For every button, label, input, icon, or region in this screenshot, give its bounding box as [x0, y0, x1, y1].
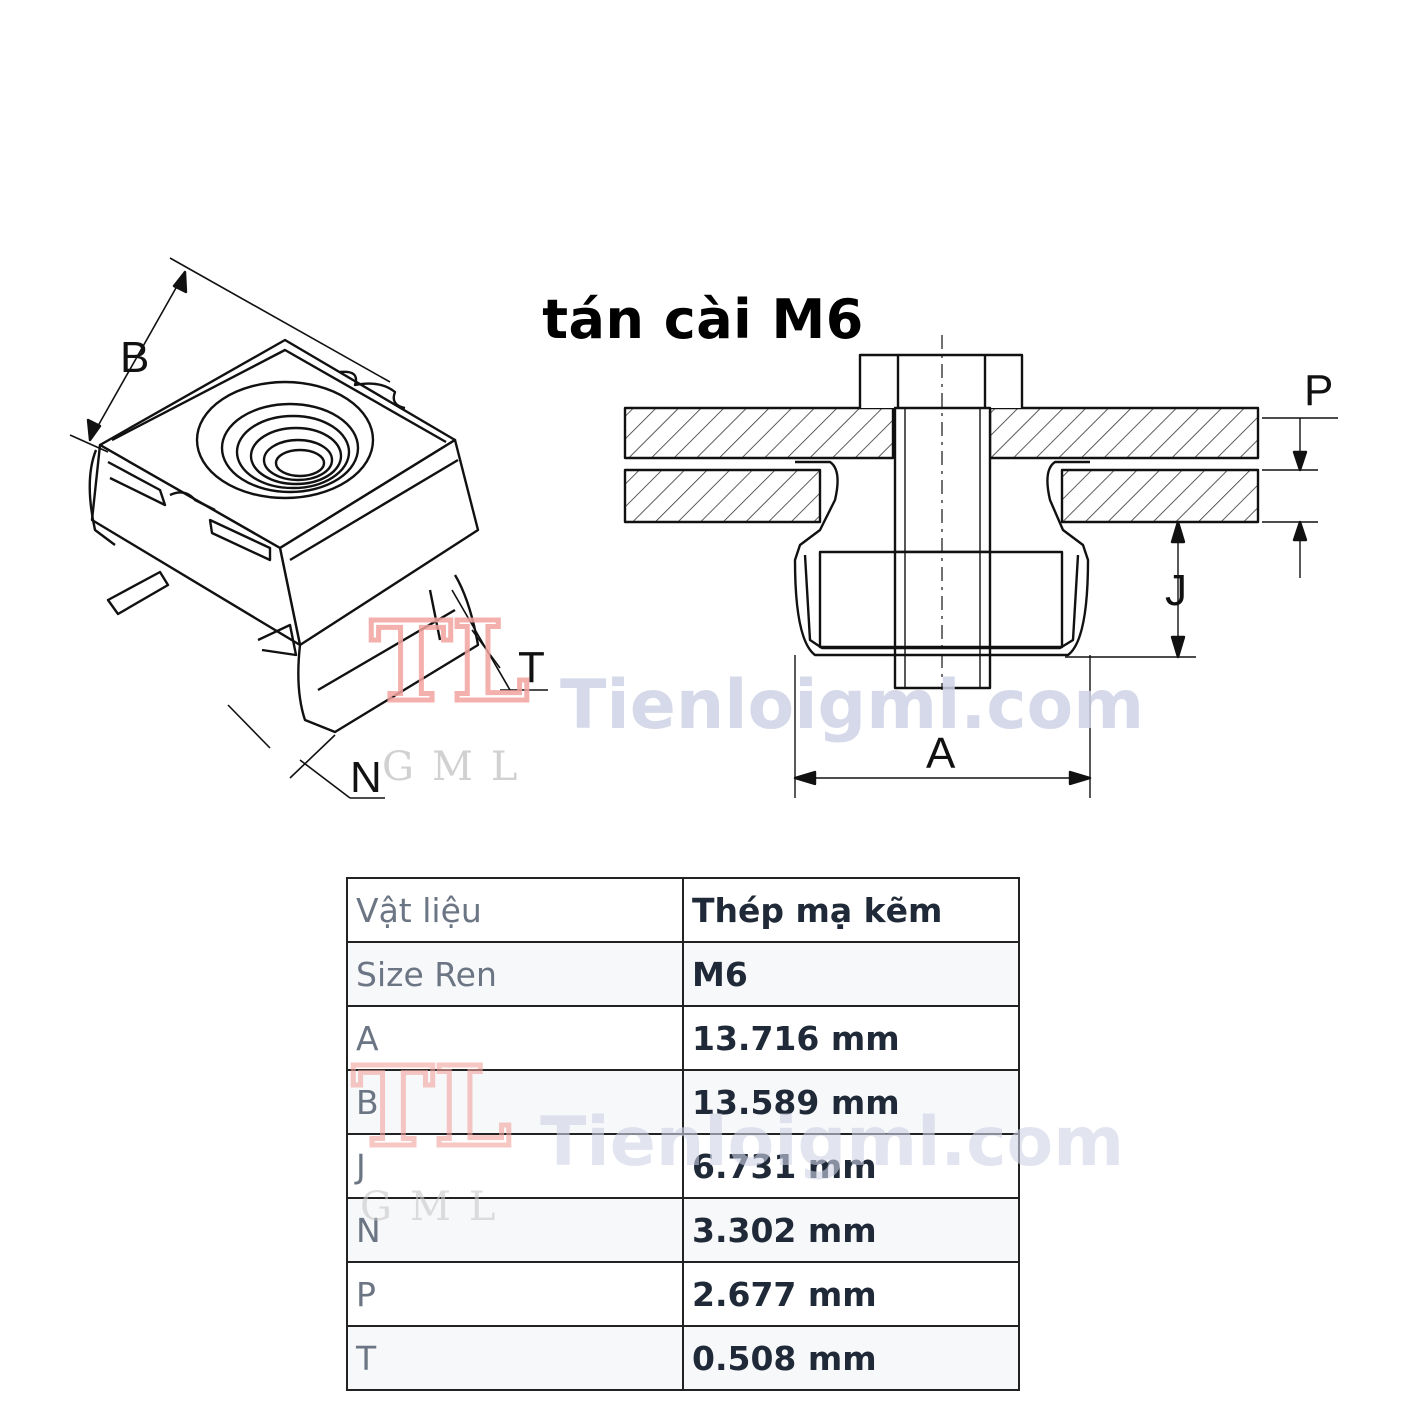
spec-value: M6 — [682, 941, 1020, 1007]
table-row: B 13.589 mm — [346, 1069, 1020, 1135]
spec-value: Thép mạ kẽm — [682, 877, 1020, 943]
cage-nut-isometric — [69, 257, 548, 799]
page-title: tán cài M6 — [542, 288, 864, 351]
watermark-gml: GML — [382, 744, 535, 790]
watermark-logo: TL — [370, 597, 529, 726]
technical-drawing: B T N — [69, 257, 1338, 802]
spec-label: Size Ren — [346, 941, 684, 1007]
spec-value: 3.302 mm — [682, 1197, 1020, 1263]
spec-value: 2.677 mm — [682, 1261, 1020, 1327]
dim-label-j: J — [1165, 566, 1187, 615]
dim-label-p: P — [1304, 366, 1333, 415]
dim-label-b: B — [120, 333, 149, 382]
table-row: J 6.731 mm — [346, 1133, 1020, 1199]
spec-label: A — [346, 1005, 684, 1071]
watermark-site: Tienloigml.com — [560, 666, 1144, 745]
table-row: P 2.677 mm — [346, 1261, 1020, 1327]
spec-label: N — [346, 1197, 684, 1263]
spec-label: T — [346, 1325, 684, 1391]
spec-value: 6.731 mm — [682, 1133, 1020, 1199]
cage-nut-section — [623, 335, 1338, 798]
table-row: A 13.716 mm — [346, 1005, 1020, 1071]
spec-value: 13.589 mm — [682, 1069, 1020, 1135]
table-row: N 3.302 mm — [346, 1197, 1020, 1263]
spec-label: P — [346, 1261, 684, 1327]
spec-table: Vật liệu Thép mạ kẽm Size Ren M6 A 13.71… — [346, 877, 1020, 1391]
watermark-drawing: TL GML Tienloigml.com — [368, 595, 1145, 791]
dim-label-n: N — [350, 753, 382, 802]
dim-label-t: T — [518, 643, 545, 692]
spec-label: J — [346, 1133, 684, 1199]
table-row: Vật liệu Thép mạ kẽm — [346, 877, 1020, 943]
table-row: T 0.508 mm — [346, 1325, 1020, 1391]
dim-label-a: A — [926, 729, 956, 778]
spec-label: Vật liệu — [346, 877, 684, 943]
table-row: Size Ren M6 — [346, 941, 1020, 1007]
spec-value: 13.716 mm — [682, 1005, 1020, 1071]
spec-label: B — [346, 1069, 684, 1135]
spec-value: 0.508 mm — [682, 1325, 1020, 1391]
